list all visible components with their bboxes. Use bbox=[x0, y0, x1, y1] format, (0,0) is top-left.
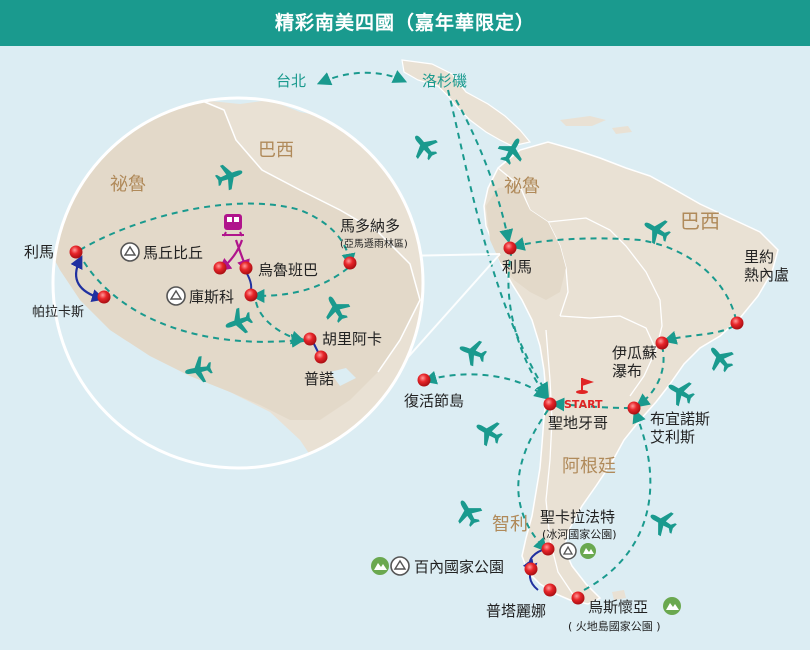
place-label-el-calafate: 聖卡拉法特 bbox=[540, 508, 615, 526]
national-park-icon bbox=[663, 597, 681, 615]
train-icon bbox=[222, 214, 244, 237]
airplane-icon bbox=[455, 335, 490, 370]
country-label-peru: 祕魯 bbox=[504, 176, 540, 197]
location-pin-icon bbox=[571, 591, 585, 605]
location-pin-icon bbox=[244, 288, 258, 302]
place-label-punta-arenas: 普塔麗娜 bbox=[486, 602, 546, 620]
airplane-icon bbox=[701, 339, 739, 378]
place-label-la: 洛杉磯 bbox=[422, 72, 467, 90]
place-label-easter-island: 復活節島 bbox=[404, 392, 464, 410]
inset-label-paracas: 帕拉卡斯 bbox=[32, 305, 84, 320]
unesco-heritage-icon bbox=[559, 542, 577, 560]
inset-label-puerto-maldonado: 馬多納多 bbox=[340, 217, 400, 235]
inset-label-cusco: 庫斯科 bbox=[189, 288, 234, 306]
start-label: START bbox=[564, 398, 603, 411]
route-ushuaia-ba bbox=[583, 408, 652, 591]
location-pin-icon bbox=[655, 336, 669, 350]
route-santiago-easter bbox=[422, 370, 549, 400]
route-la-lima bbox=[455, 99, 514, 244]
inset-label-juliaca: 胡里阿卡 bbox=[322, 330, 382, 348]
route-ba-santiago bbox=[550, 397, 631, 412]
country-label-chile: 智利 bbox=[492, 514, 528, 535]
place-label-ushuaia-note: ( 火地島國家公園 ) bbox=[568, 619, 661, 633]
inset-label-machu-picchu: 馬丘比丘 bbox=[143, 244, 203, 262]
location-pin-icon bbox=[213, 261, 227, 275]
route-taipei-la bbox=[316, 70, 408, 86]
place-label-lima: 利馬 bbox=[502, 258, 532, 276]
location-pin-icon bbox=[69, 245, 83, 259]
inset-label-puerto-maldonado-note: (亞馬遜雨林區) bbox=[340, 237, 408, 250]
location-pin-icon bbox=[541, 542, 555, 556]
place-label-el-calafate-note: (冰河國家公園) bbox=[542, 527, 617, 541]
place-label-buenos-aires: 布宜諾斯艾利斯 bbox=[650, 410, 710, 446]
place-label-torres-del-paine: 百內國家公園 bbox=[414, 558, 504, 576]
unesco-heritage-icon bbox=[166, 286, 186, 306]
place-label-taipei: 台北 bbox=[276, 72, 306, 90]
route-la-santiago bbox=[447, 89, 549, 397]
route-rio-iguazu bbox=[662, 325, 735, 345]
inset-label-puno: 普諾 bbox=[304, 370, 334, 388]
pins bbox=[69, 241, 744, 605]
country-label-peru-inset: 祕魯 bbox=[110, 174, 146, 195]
location-pin-icon bbox=[303, 332, 317, 346]
location-pin-icon bbox=[627, 401, 641, 415]
location-pin-icon bbox=[97, 290, 111, 304]
country-label-brazil: 巴西 bbox=[680, 209, 720, 233]
location-pin-icon bbox=[417, 373, 431, 387]
page-title: 精彩南美四國（嘉年華限定） bbox=[274, 12, 535, 34]
airplane-icon bbox=[450, 494, 487, 531]
country-label-brazil-inset: 巴西 bbox=[258, 140, 294, 161]
location-pin-icon bbox=[503, 241, 517, 255]
inset-label-urubamba: 烏魯班巴 bbox=[258, 261, 318, 279]
location-pin-icon bbox=[343, 256, 357, 270]
national-park-icon bbox=[580, 543, 596, 559]
unesco-heritage-icon bbox=[390, 556, 410, 576]
location-pin-icon bbox=[239, 261, 253, 275]
location-pin-icon bbox=[314, 350, 328, 364]
airplane-icon bbox=[644, 504, 681, 541]
title-banner: 精彩南美四國（嘉年華限定） bbox=[0, 0, 810, 46]
inset-label-lima: 利馬 bbox=[24, 243, 54, 261]
national-park-icon bbox=[371, 557, 389, 575]
unesco-heritage-icon bbox=[120, 242, 140, 262]
location-pin-icon bbox=[730, 316, 744, 330]
place-label-rio: 里約熱內盧 bbox=[744, 248, 789, 284]
location-pin-icon bbox=[524, 562, 538, 576]
route-lima-paracas bbox=[70, 255, 106, 303]
place-label-santiago: 聖地牙哥 bbox=[548, 414, 608, 432]
start-flag-icon bbox=[576, 378, 594, 394]
place-label-ushuaia: 烏斯懷亞 bbox=[588, 598, 648, 616]
route-lima-rio bbox=[510, 237, 737, 321]
location-pin-icon bbox=[543, 583, 557, 597]
route-iguazu-ba bbox=[635, 345, 665, 408]
location-pin-icon bbox=[543, 397, 557, 411]
airplane-icon bbox=[405, 127, 443, 166]
route-santiago-calafate bbox=[517, 409, 549, 553]
airplane-icon bbox=[470, 414, 507, 451]
place-label-iguazu: 伊瓜蘇瀑布 bbox=[612, 344, 657, 380]
main-routes bbox=[316, 70, 737, 591]
country-label-argentina: 阿根廷 bbox=[562, 456, 616, 477]
